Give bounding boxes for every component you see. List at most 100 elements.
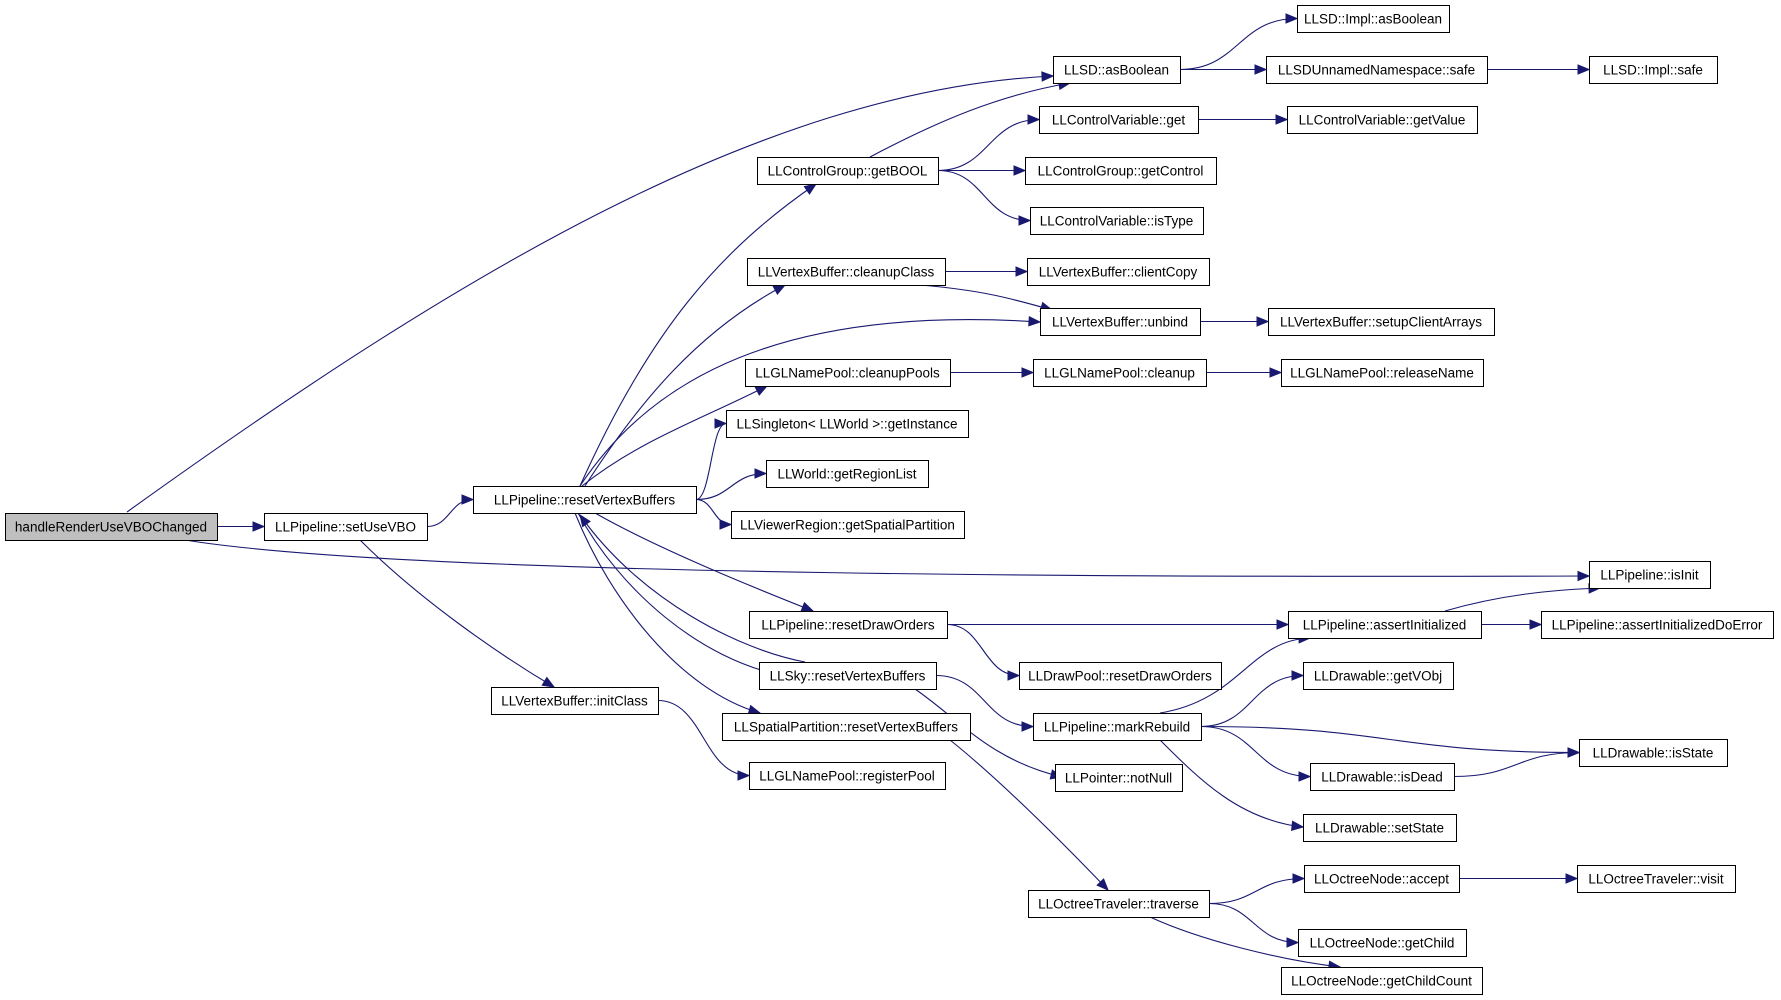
node-llsd-asboolean[interactable]: LLSD::asBoolean [1053, 56, 1181, 84]
node-lloctreetraveler-traverse[interactable]: LLOctreeTraveler::traverse [1028, 890, 1210, 918]
node-label: LLGLNamePool::registerPool [759, 769, 935, 784]
node-lloctreenode-getchild[interactable]: LLOctreeNode::getChild [1298, 929, 1467, 957]
node-llcontrolvariable-istype[interactable]: LLControlVariable::isType [1030, 207, 1204, 235]
edge-n32-to-n36 [1159, 739, 1305, 831]
node-llpipeline-isinit[interactable]: LLPipeline::isInit [1589, 561, 1711, 589]
edge-n2-to-n17 [579, 316, 1042, 487]
node-llpipeline-resetdraworders[interactable]: LLPipeline::resetDrawOrders [749, 611, 948, 639]
node-label: LLVertexBuffer::clientCopy [1039, 265, 1198, 280]
edge-n34-to-n33 [1453, 747, 1581, 778]
node-llpipeline-setusevbo[interactable]: LLPipeline::setUseVBO [264, 513, 428, 541]
node-llvertexbuffer-setupclientarrays[interactable]: LLVertexBuffer::setupClientArrays [1268, 308, 1495, 336]
node-handlerenderusevbochanged[interactable]: handleRenderUseVBOChanged [5, 513, 218, 541]
node-llglnamepool-registerpool[interactable]: LLGLNamePool::registerPool [749, 762, 946, 790]
node-llvertexbuffer-clientcopy[interactable]: LLVertexBuffer::clientCopy [1027, 258, 1210, 286]
node-label: LLDrawable::isState [1593, 746, 1714, 761]
node-label: LLPipeline::assertInitializedDoError [1552, 618, 1763, 633]
node-llsd-impl-safe[interactable]: LLSD::Impl::safe [1589, 56, 1718, 84]
node-llspatialpartition-resetvertexbuffers[interactable]: LLSpatialPartition::resetVertexBuffers [722, 713, 971, 741]
node-lldrawable-isdead[interactable]: LLDrawable::isDead [1310, 763, 1455, 791]
node-llvertexbuffer-unbind[interactable]: LLVertexBuffer::unbind [1040, 308, 1201, 336]
node-label: LLVertexBuffer::setupClientArrays [1280, 315, 1482, 330]
node-llpipeline-assertinitializeddoerror[interactable]: LLPipeline::assertInitializedDoError [1541, 611, 1774, 639]
node-box [1287, 106, 1478, 134]
edge-n25-to-n26 [947, 619, 1290, 630]
node-box [745, 359, 951, 387]
node-label: LLOctreeTraveler::visit [1588, 872, 1724, 887]
node-box [1297, 5, 1450, 33]
node-box [1304, 865, 1460, 893]
node-box [5, 513, 218, 541]
node-label: LLPointer::notNull [1065, 771, 1172, 786]
edge-n2-to-n23 [695, 468, 768, 501]
node-llcontrolvariable-getvalue[interactable]: LLControlVariable::getValue [1287, 106, 1478, 134]
node-llglnamepool-cleanuppools[interactable]: LLGLNamePool::cleanupPools [745, 359, 951, 387]
edge-n37-to-n38 [1459, 873, 1579, 884]
node-box [1310, 763, 1455, 791]
node-llsky-resetvertexbuffers[interactable]: LLSky::resetVertexBuffers [759, 662, 937, 690]
node-llsdunnamednamespace-safe[interactable]: LLSDUnnamedNamespace::safe [1266, 56, 1488, 84]
node-box [1577, 865, 1736, 893]
node-llcontrolgroup-getcontrol[interactable]: LLControlGroup::getControl [1025, 157, 1217, 185]
edge-n10-to-n13 [937, 165, 1027, 176]
node-llsd-impl-asboolean[interactable]: LLSD::Impl::asBoolean [1297, 5, 1450, 33]
node-llvertexbuffer-cleanupclass[interactable]: LLVertexBuffer::cleanupClass [747, 258, 946, 286]
node-box [1028, 890, 1210, 918]
node-lldrawable-getvobj[interactable]: LLDrawable::getVObj [1303, 662, 1454, 690]
node-llvertexbuffer-initclass[interactable]: LLVertexBuffer::initClass [491, 687, 659, 715]
edge-n10-to-n11 [937, 114, 1041, 172]
node-box [491, 687, 659, 715]
node-llcontrolvariable-get[interactable]: LLControlVariable::get [1039, 106, 1199, 134]
node-box [264, 513, 428, 541]
edge-n31-to-n39 [949, 739, 1109, 891]
node-lloctreenode-getchildcount[interactable]: LLOctreeNode::getChildCount [1281, 967, 1483, 995]
node-llpipeline-markrebuild[interactable]: LLPipeline::markRebuild [1033, 713, 1202, 741]
node-box [1053, 56, 1181, 84]
node-label: LLPipeline::resetDrawOrders [761, 618, 935, 633]
node-llglnamepool-releasename[interactable]: LLGLNamePool::releaseName [1281, 359, 1484, 387]
node-label: LLVertexBuffer::cleanupClass [758, 265, 935, 280]
node-lloctreenode-accept[interactable]: LLOctreeNode::accept [1304, 865, 1460, 893]
node-box [1288, 611, 1482, 639]
node-label: LLDrawable::getVObj [1314, 669, 1442, 684]
node-box [1303, 814, 1457, 842]
node-label: LLOctreeNode::accept [1314, 872, 1449, 887]
node-label: LLPipeline::assertInitialized [1303, 618, 1467, 633]
node-label: LLPipeline::isInit [1600, 568, 1699, 583]
node-box [1027, 258, 1210, 286]
node-lloctreetraveler-visit[interactable]: LLOctreeTraveler::visit [1577, 865, 1736, 893]
node-box [759, 662, 937, 690]
node-label: LLControlGroup::getBOOL [768, 164, 928, 179]
node-lldrawable-setstate[interactable]: LLDrawable::setState [1303, 814, 1457, 842]
edge-n39-to-n40 [1208, 902, 1300, 948]
edge-n15-to-n16 [944, 266, 1029, 277]
node-box [1055, 764, 1183, 792]
edge-n11-to-n12 [1198, 114, 1289, 125]
node-label: LLDrawable::isDead [1321, 770, 1443, 785]
node-llpipeline-assertinitialized[interactable]: LLPipeline::assertInitialized [1288, 611, 1482, 639]
node-box [731, 511, 965, 539]
node-label: LLGLNamePool::releaseName [1290, 366, 1474, 381]
node-label: LLDrawPool::resetDrawOrders [1028, 669, 1212, 684]
node-label: LLSingleton< LLWorld >::getInstance [737, 417, 958, 432]
node-box [1281, 359, 1484, 387]
node-llcontrolgroup-getbool[interactable]: LLControlGroup::getBOOL [757, 157, 939, 185]
node-label: LLWorld::getRegionList [777, 467, 916, 482]
node-label: LLControlGroup::getControl [1038, 164, 1204, 179]
node-lldrawpool-resetdraworders[interactable]: LLDrawPool::resetDrawOrders [1019, 662, 1222, 690]
edges-layer [126, 13, 1602, 971]
node-llviewerregion-getspatialpartition[interactable]: LLViewerRegion::getSpatialPartition [731, 511, 965, 539]
node-label: LLSD::asBoolean [1064, 63, 1169, 78]
node-label: LLPipeline::resetVertexBuffers [494, 493, 676, 508]
node-llpipeline-resetvertexbuffers[interactable]: LLPipeline::resetVertexBuffers [473, 486, 697, 514]
node-llpointer-notnull[interactable]: LLPointer::notNull [1055, 764, 1183, 792]
node-box [473, 486, 697, 514]
node-llworld-getregionlist[interactable]: LLWorld::getRegionList [766, 460, 929, 488]
node-llglnamepool-cleanup[interactable]: LLGLNamePool::cleanup [1033, 359, 1207, 387]
edge-n1-to-n2 [426, 494, 475, 528]
edge-n0-to-n6 [126, 71, 1055, 513]
node-label: LLOctreeNode::getChildCount [1291, 974, 1472, 989]
node-lldrawable-isstate[interactable]: LLDrawable::isState [1579, 739, 1728, 767]
node-llsingleton-llworld-getinstance[interactable]: LLSingleton< LLWorld >::getInstance [726, 410, 969, 438]
